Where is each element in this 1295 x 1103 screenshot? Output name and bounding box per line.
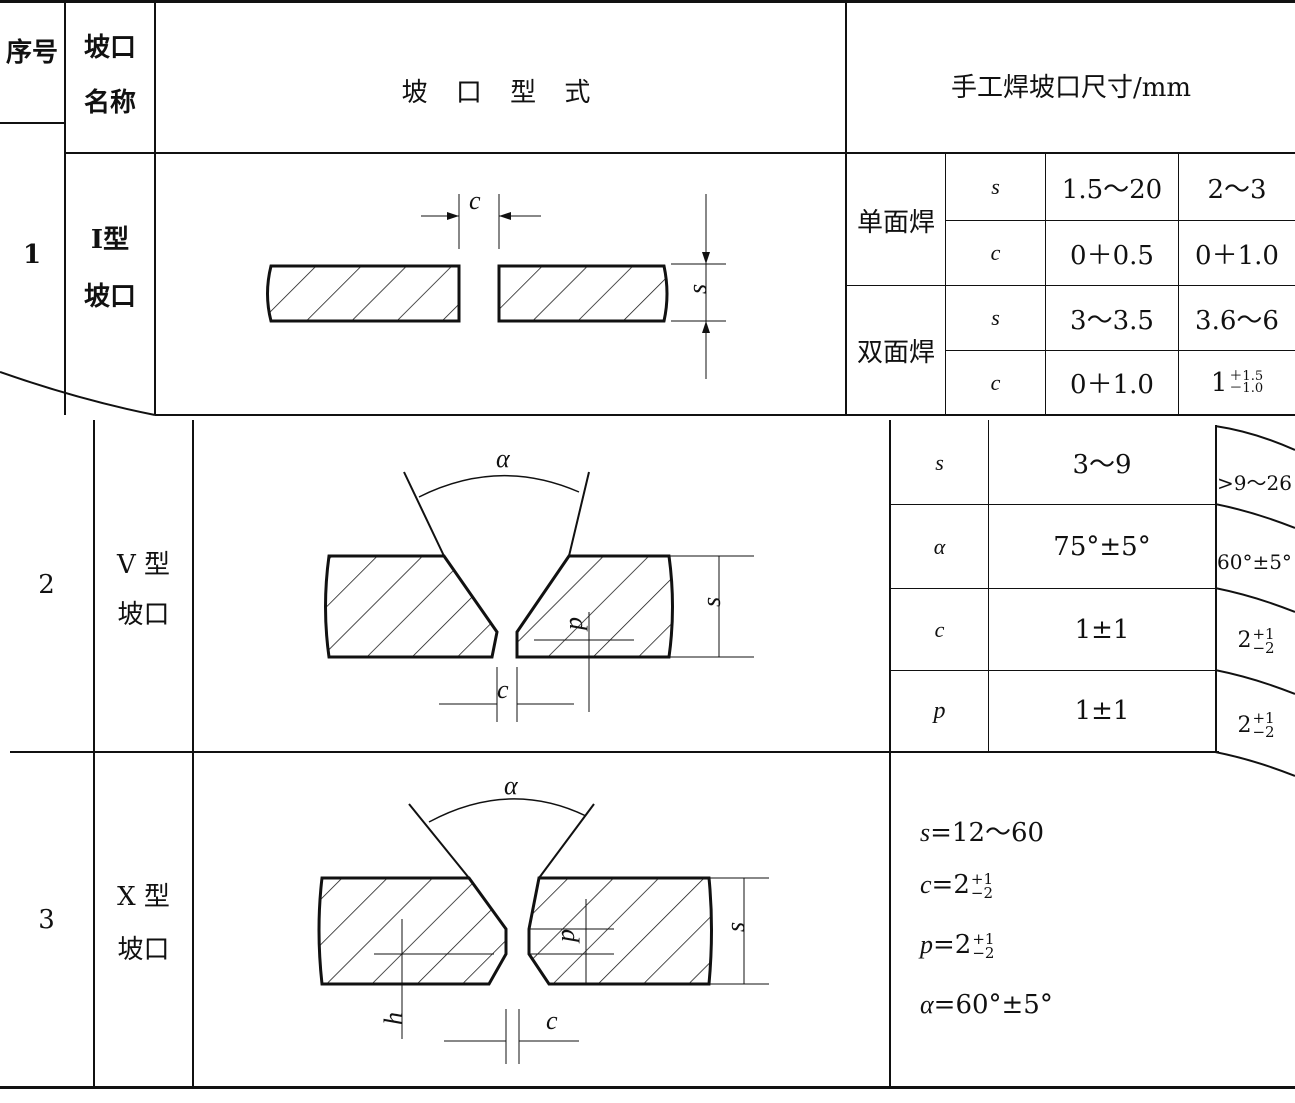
param-value: 1±1	[1074, 614, 1130, 645]
param-value: 3～9	[1072, 450, 1132, 480]
svg-text:α: α	[504, 771, 519, 800]
col-divider	[889, 420, 891, 1088]
param-value: 2～3	[1207, 174, 1267, 205]
param-value: >9～26	[1217, 471, 1292, 495]
row-name-2: 坡口	[83, 282, 136, 312]
param-value: 3～3.5	[1070, 305, 1154, 336]
row-name-1: V 型	[116, 550, 171, 580]
header-no: 序号	[5, 37, 58, 68]
svg-text:s: s	[721, 922, 750, 932]
param-value: 1.5～20	[1061, 174, 1163, 205]
col-divider	[1178, 153, 1179, 415]
header-name-2: 名称	[83, 87, 136, 118]
param-symbol: α	[933, 533, 946, 559]
row-divider	[845, 285, 1295, 286]
col-divider	[192, 420, 194, 1088]
param-value: 0＋1.0	[1195, 240, 1279, 271]
i-groove-diagram: c s	[266, 186, 726, 379]
v-groove-diagram: α s p c	[324, 444, 754, 722]
header-name-1: 坡口	[83, 32, 136, 63]
header-form: 坡 口 型 式	[401, 77, 601, 108]
svg-text:p: p	[551, 929, 580, 944]
curved-right-lines	[1215, 425, 1295, 777]
table-top-border	[0, 0, 1295, 3]
row-divider	[155, 414, 1295, 416]
header-size: 手工焊坡口尺寸/mm	[950, 72, 1192, 103]
group-label-single: 单面焊	[856, 207, 935, 238]
svg-text:α: α	[496, 444, 511, 473]
col-divider	[1045, 153, 1046, 415]
col-divider	[64, 0, 66, 415]
svg-text:s: s	[697, 597, 726, 607]
param-symbol: c	[990, 240, 1001, 265]
svg-text:c: c	[497, 675, 509, 704]
header-bottom-border	[65, 152, 1295, 154]
param-symbol: c	[934, 616, 945, 642]
curved-page-edge	[0, 371, 156, 416]
col-divider	[845, 0, 847, 415]
svg-text:h: h	[379, 1012, 408, 1025]
row-divider	[889, 588, 1219, 589]
param-value-tolerance: 1＋1.5－1.0	[1210, 367, 1264, 398]
param-symbol: s	[991, 305, 1000, 330]
divider	[0, 122, 65, 124]
svg-text:c: c	[546, 1006, 558, 1035]
group-label-double: 双面焊	[856, 337, 935, 368]
row-no: 3	[38, 905, 55, 935]
param-value-tolerance: 2+1−2	[1237, 709, 1275, 741]
x-groove-diagram: α s p h c	[317, 771, 769, 1064]
col-divider	[93, 420, 95, 1088]
param-value: 60°±5°	[1217, 549, 1292, 574]
param-value: 3.6～6	[1195, 305, 1279, 336]
row-no: 1	[22, 240, 42, 270]
row-name-2: 坡口	[117, 935, 170, 965]
row-divider	[945, 350, 1295, 351]
param-symbol: c	[990, 369, 1001, 395]
row-divider	[10, 751, 1219, 753]
svg-text:s: s	[683, 284, 712, 294]
param-symbol: p	[933, 697, 946, 724]
param-symbol: s	[935, 449, 944, 475]
row-divider	[889, 504, 1219, 505]
row-name-1: I型	[90, 225, 130, 255]
row-no: 2	[38, 570, 55, 600]
formula-alpha: α=60°±5°	[920, 990, 1053, 1020]
param-value: 0＋1.0	[1070, 370, 1154, 400]
table-bottom-border	[0, 1086, 1295, 1089]
param-value: 0＋0.5	[1070, 240, 1154, 271]
row-divider	[945, 220, 1295, 221]
formula-p: p=2+1−2	[920, 930, 995, 962]
param-value: 1±1	[1074, 696, 1130, 726]
row-name-2: 坡口	[117, 600, 170, 630]
col-divider	[988, 420, 989, 752]
formula-c: c=2+1−2	[920, 870, 993, 902]
svg-text:p: p	[559, 617, 588, 632]
formula-s: s=12～60	[920, 818, 1045, 848]
svg-text:c: c	[469, 186, 481, 215]
param-value: 75°±5°	[1053, 531, 1151, 562]
col-divider	[945, 153, 946, 415]
row-name-1: X 型	[117, 882, 170, 912]
param-value-tolerance: 2+1−2	[1237, 624, 1275, 657]
param-symbol: s	[991, 174, 1000, 199]
row-divider	[889, 670, 1219, 671]
col-divider	[154, 0, 156, 415]
